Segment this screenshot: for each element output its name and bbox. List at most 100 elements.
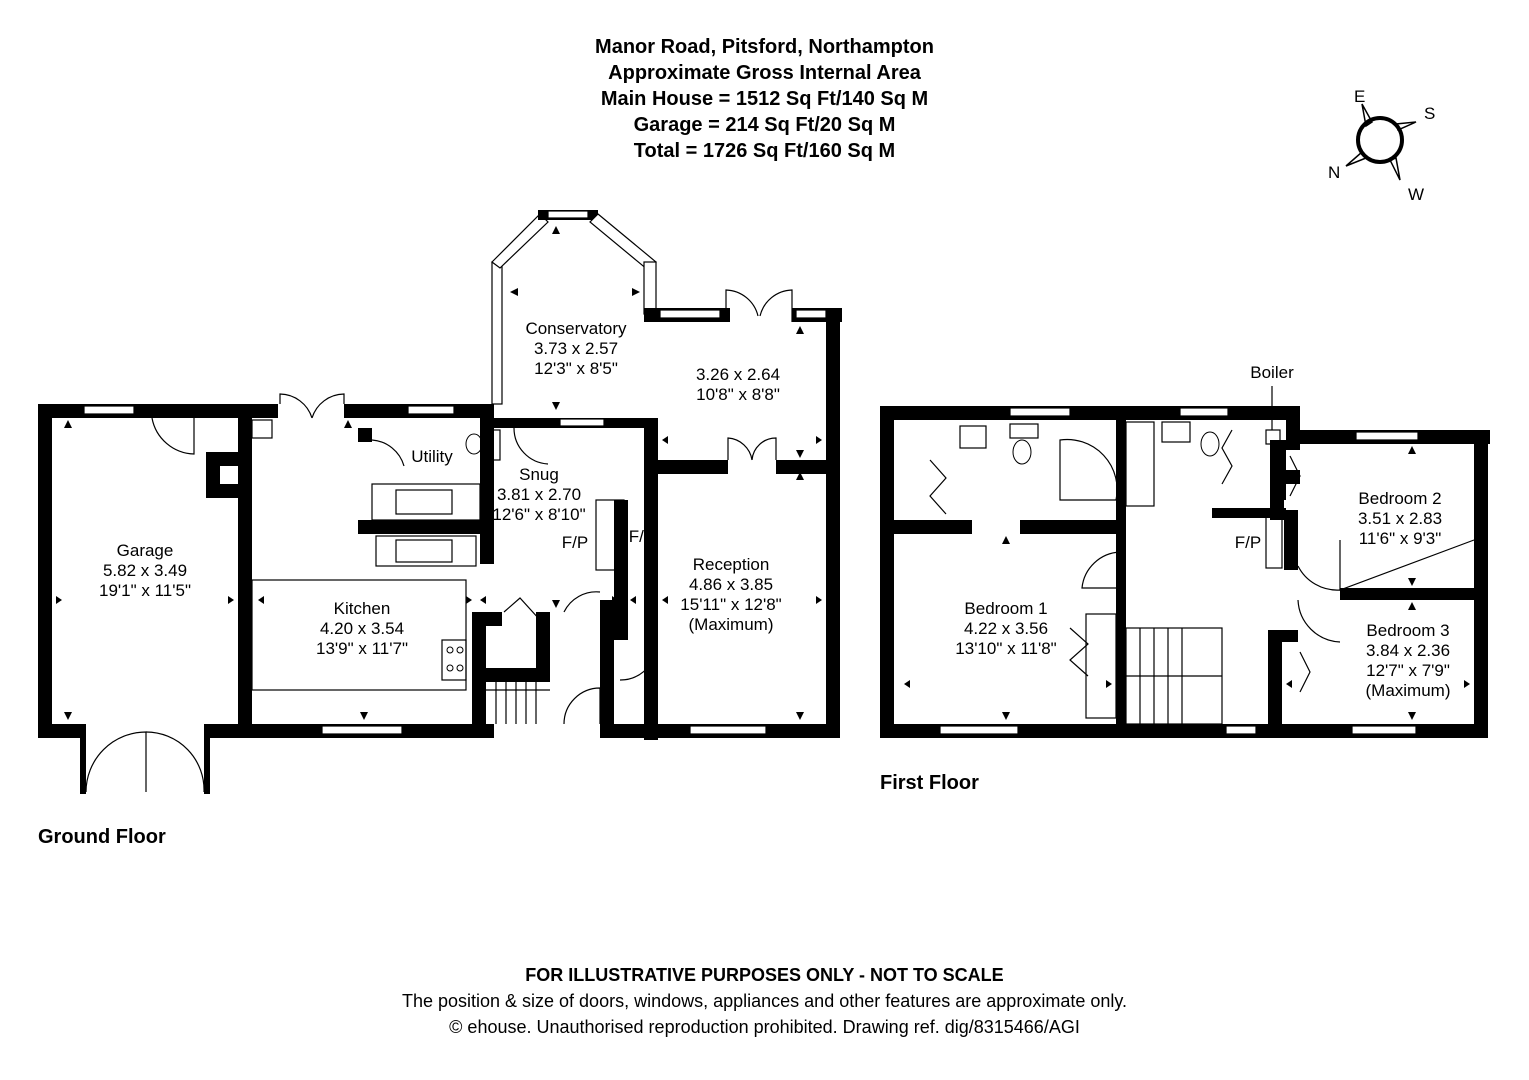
snug-window (559, 418, 605, 427)
bathroom-wall-bottom (1212, 508, 1286, 518)
bedroom-divider (1340, 588, 1488, 600)
reception-door-left (727, 437, 753, 461)
copyright-text: © ehouse. Unauthorised reproduction proh… (449, 1017, 1080, 1037)
ff-fp-label: F/P (1235, 533, 1261, 552)
kitchen-sink-icon (395, 539, 453, 563)
bedroom1-metric: 4.22 x 3.56 (964, 619, 1048, 638)
snug-door-swing (563, 591, 601, 613)
conservatory-metric: 3.73 x 2.57 (534, 339, 618, 358)
utility-wall-stub (358, 428, 372, 442)
conservatory-glazing-right (643, 261, 657, 315)
bedroom1-wardrobe (1085, 613, 1117, 719)
ensuite-wardrobe-icon (929, 459, 947, 515)
hall-wall-right (600, 600, 614, 738)
bedroom3-metric: 3.84 x 2.36 (1366, 641, 1450, 660)
ground-stairs-icon (486, 682, 550, 724)
front-door (563, 687, 601, 725)
bedroom1-imperial: 13'10" x 11'8" (955, 639, 1056, 658)
plan-footer: FOR ILLUSTRATIVE PURPOSES ONLY - NOT TO … (0, 962, 1529, 1040)
utility-wall-right (480, 404, 494, 564)
bedroom2-wardrobe-icon (1289, 455, 1301, 497)
snug-wall-right (614, 500, 628, 640)
garage-door-jamb-left (80, 724, 86, 794)
conservatory-glazing-left (491, 261, 503, 405)
area-subtitle: Approximate Gross Internal Area (608, 62, 921, 84)
reception-wall-right (826, 308, 840, 738)
bathroom-wc-icon (1200, 431, 1220, 457)
kitchen-sink-worktop (375, 535, 477, 567)
bedroom3-label: Bedroom 3 (1366, 621, 1449, 640)
bath-icon (1125, 421, 1155, 507)
kitchen-metric: 4.20 x 3.54 (320, 619, 404, 638)
total-area: Total = 1726 Sq Ft/160 Sq M (633, 140, 896, 162)
reception-note: (Maximum) (689, 615, 774, 634)
first-floor-label: First Floor (880, 772, 979, 794)
compass-w: W (1408, 185, 1424, 204)
first-floor-plan: Boiler F/P Bedroom 1 4.22 x 3.56 13'10" … (880, 363, 1490, 738)
compass-icon: E S N W (1328, 87, 1435, 204)
utility-sink-icon (395, 489, 453, 515)
reception-metric: 4.86 x 3.85 (689, 575, 773, 594)
plan-header: Manor Road, Pitsford, Northampton Approx… (0, 34, 1529, 164)
reception-wall-left (644, 418, 658, 740)
bedroom1-door (1081, 551, 1121, 589)
utility-label: Utility (411, 447, 453, 466)
garage-wall-bottom-left (38, 724, 84, 738)
kitchen-wall-top-left (238, 404, 278, 418)
garage-metric: 5.82 x 3.49 (103, 561, 187, 580)
bedroom2-door (1297, 565, 1341, 591)
conservatory-label: Conservatory (525, 319, 627, 338)
hob-icon (441, 639, 467, 681)
kitchen-worktop (251, 579, 467, 691)
kitchen-window (321, 725, 403, 735)
reception-wall-top-left (644, 460, 728, 474)
bedroom2-metric: 3.51 x 2.83 (1358, 509, 1442, 528)
extension-window-corner (795, 309, 827, 319)
bedroom1-wall-top-right (1020, 520, 1120, 534)
hall-wall-left (472, 612, 486, 724)
conservatory-top-window (547, 210, 589, 219)
garage-wall-top-right (194, 404, 252, 418)
ff-wall-bottom (880, 724, 1488, 738)
bedroom1-window (939, 725, 1019, 735)
extension-door-left (725, 289, 759, 322)
hall-wall-top-left (472, 612, 502, 626)
garage-imperial: 19'1" x 11'5" (99, 581, 191, 600)
disclaimer-text: FOR ILLUSTRATIVE PURPOSES ONLY - NOT TO … (525, 965, 1004, 985)
extension-window-top (659, 309, 721, 319)
garage-door-jamb-right (204, 724, 210, 794)
utility-window (407, 405, 455, 415)
main-house-area: Main House = 1512 Sq Ft/140 Sq M (600, 88, 929, 110)
ff-bathroom-window (1179, 407, 1229, 417)
reception-label: Reception (693, 555, 770, 574)
garage-window (83, 405, 135, 415)
compass-s: S (1424, 104, 1435, 123)
kitchen-label: Kitchen (334, 599, 391, 618)
reception-fp-label: F/P (629, 527, 655, 546)
boiler-icon (1265, 429, 1281, 445)
extension-door-right (759, 289, 793, 322)
kitchen-cupboard (251, 419, 273, 439)
ff-stairs-icon (1125, 627, 1223, 725)
utility-wall-bottom (358, 520, 480, 534)
cupboard-door (503, 597, 541, 621)
garage-label: Garage (117, 541, 174, 560)
bedroom1-wall-top-left (894, 520, 972, 534)
utility-door-swing (371, 439, 405, 467)
bedroom1-label: Bedroom 1 (964, 599, 1047, 618)
address-title: Manor Road, Pitsford, Northampton (595, 36, 934, 58)
bedroom2-imperial: 11'6" x 9'3" (1359, 529, 1442, 548)
conservatory-imperial: 12'3" x 8'5" (534, 359, 618, 378)
snug-fp-label: F/P (562, 533, 588, 552)
garage-area: Garage = 214 Sq Ft/20 Sq M (633, 114, 896, 136)
ff-bath-window (1009, 407, 1071, 417)
cupboard-wall (536, 612, 550, 682)
snug-label: Snug (519, 465, 559, 484)
extension-imperial: 10'8" x 8'8" (696, 385, 780, 404)
landing-window (1225, 725, 1257, 735)
snug-conservatory-door (513, 427, 549, 465)
compass-n: N (1328, 163, 1340, 182)
ensuite-shower-icon (1059, 438, 1118, 501)
boiler-label: Boiler (1250, 363, 1294, 382)
ff-wall-right (1474, 430, 1488, 738)
